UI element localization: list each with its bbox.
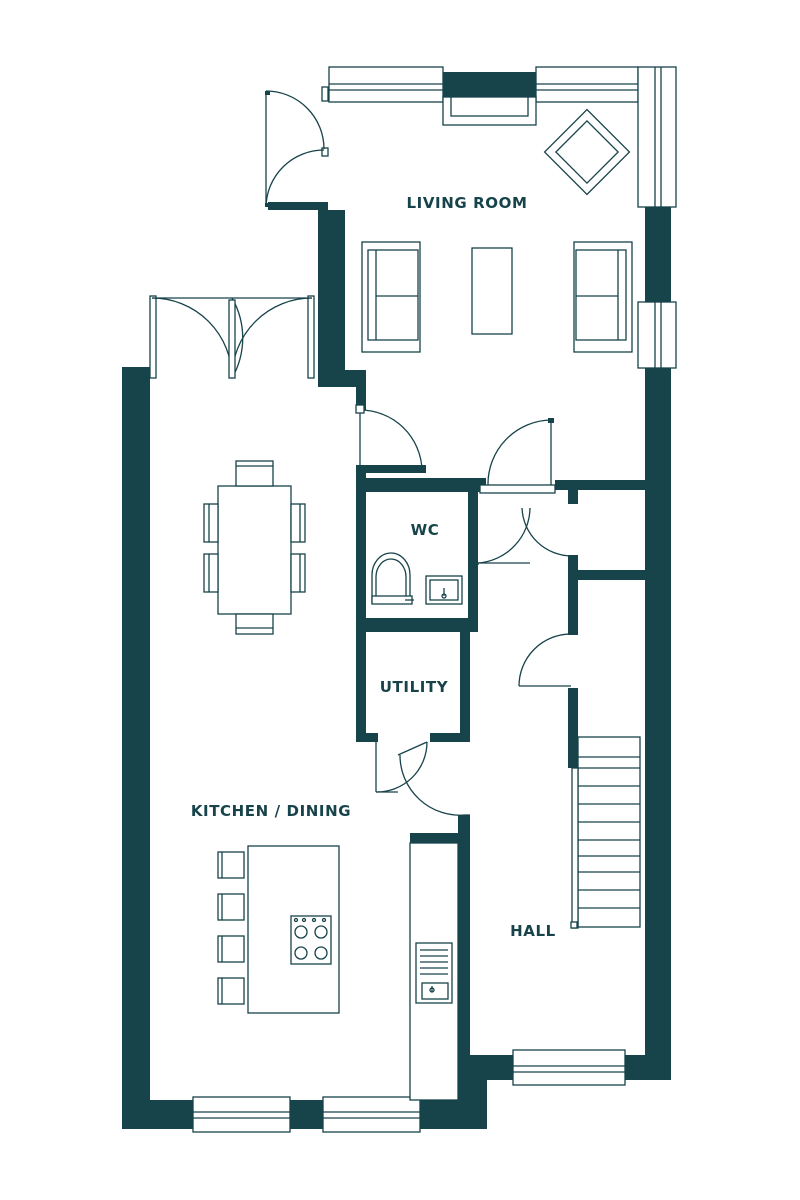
hob: [290, 915, 332, 965]
sofa-right: [573, 241, 633, 353]
wall-wc-right: [468, 492, 478, 632]
dining-table: [203, 460, 306, 635]
wall-living-top-left: [268, 202, 328, 210]
window-kitchen-bottom-left: [192, 1096, 291, 1133]
wall-kitchen-worktop-top: [410, 833, 468, 843]
window-living-top-left: [328, 66, 444, 103]
label-kitchen-dining: KITCHEN / DINING: [191, 802, 351, 820]
window-hall-bottom: [512, 1049, 626, 1086]
coffee-table: [471, 247, 513, 335]
label-living-room: LIVING ROOM: [407, 194, 528, 212]
wall-kitchen-bottom: [122, 1100, 487, 1129]
wall-right-upper: [645, 207, 671, 302]
door-kitchen-hall: [355, 404, 423, 471]
wall-hall-bottom-right: [625, 1055, 671, 1080]
wall-wc-top-left: [356, 465, 426, 473]
kitchen-island: [247, 845, 340, 1014]
wall-wc-left: [356, 470, 366, 742]
wc-fittings: [371, 552, 463, 605]
door-living-french: [265, 86, 329, 208]
walls: [122, 72, 671, 1129]
wall-utility-bottom-left: [356, 733, 378, 742]
doors: [149, 86, 573, 816]
wall-utility-right: [460, 630, 470, 742]
window-living-top-right: [535, 66, 639, 103]
wall-living-left: [318, 210, 345, 385]
staircase: [570, 736, 641, 929]
door-cupboard: [521, 507, 573, 557]
windows: [192, 66, 677, 1133]
furniture: [203, 108, 641, 1101]
wall-kitchen-top-left: [122, 367, 152, 377]
wall-wc-utility-divider: [356, 618, 478, 632]
wall-hall-corner: [458, 1075, 487, 1129]
window-living-corner: [637, 66, 677, 208]
label-utility: UTILITY: [380, 678, 449, 696]
door-understairs: [518, 633, 572, 687]
wall-understair: [568, 688, 578, 768]
door-living-hall: [479, 418, 556, 494]
wall-step-1: [318, 370, 366, 387]
window-living-right: [637, 301, 677, 369]
sofa-left: [361, 241, 421, 353]
bar-stools: [217, 851, 245, 1005]
window-kitchen-bottom-right: [322, 1096, 421, 1133]
wall-utility-bottom-right: [430, 733, 470, 742]
wall-living-top-mid: [443, 72, 536, 97]
door-kitchen-utility: [399, 754, 470, 816]
wall-cupboard-stub: [568, 490, 578, 504]
wall-cupboard-left: [568, 555, 578, 635]
label-wc: WC: [411, 521, 440, 539]
wall-cupboard-top: [555, 480, 645, 490]
room-labels: LIVING ROOM WC UTILITY KITCHEN / DINING …: [191, 194, 556, 940]
armchair: [543, 108, 631, 196]
kitchen-worktop: [409, 842, 459, 1101]
door-wc: [477, 507, 531, 565]
label-hall: HALL: [510, 922, 556, 940]
wall-cupboard-mid: [568, 570, 645, 580]
door-utility: [375, 741, 428, 793]
door-kitchen-french: [149, 295, 315, 379]
wall-wc-top: [356, 478, 486, 492]
wall-hall-left: [458, 815, 470, 1060]
wall-right-lower: [645, 368, 671, 1080]
wall-step-2: [356, 385, 366, 410]
wall-kitchen-left: [122, 367, 150, 1129]
